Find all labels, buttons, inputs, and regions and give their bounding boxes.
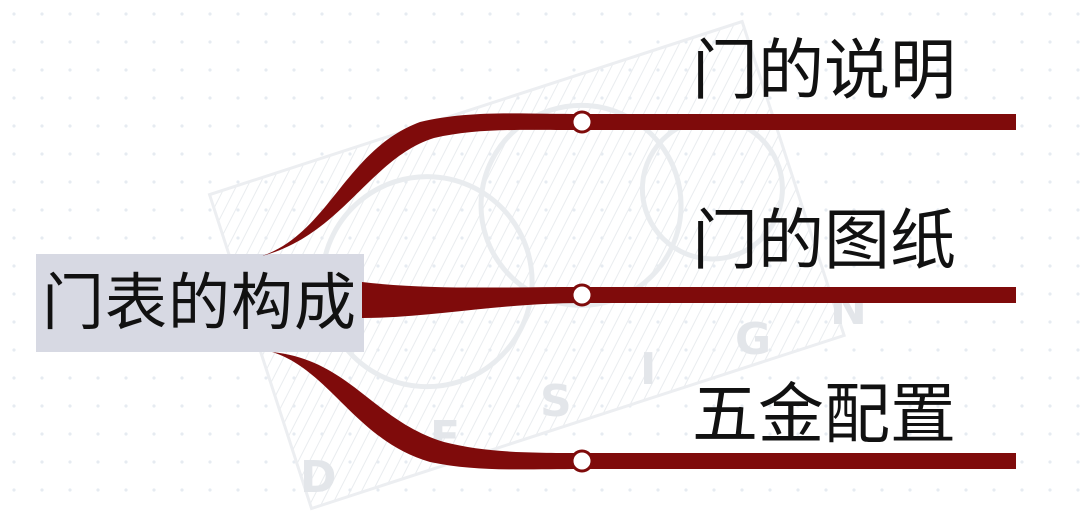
root-node[interactable]: [36, 254, 364, 352]
branch-label-door-drawings[interactable]: 门的图纸: [692, 202, 956, 279]
branch-label-door-description[interactable]: 门的说明: [692, 32, 956, 109]
branch-node-dot: [570, 110, 594, 134]
branch-node-dot: [570, 449, 594, 473]
watermark-letter: S: [540, 376, 572, 427]
watermark-letter: D: [300, 452, 337, 503]
branch-label-hardware-config[interactable]: 五金配置: [692, 376, 956, 453]
watermark-letter: I: [640, 344, 657, 395]
watermark-letter: G: [735, 314, 772, 365]
branch-connector: [362, 282, 1016, 318]
branch-node-dot: [570, 283, 594, 307]
branch-connector: [272, 352, 1016, 470]
root-node-label: 门表的构成: [42, 266, 358, 339]
branch-connector: [262, 113, 1016, 256]
